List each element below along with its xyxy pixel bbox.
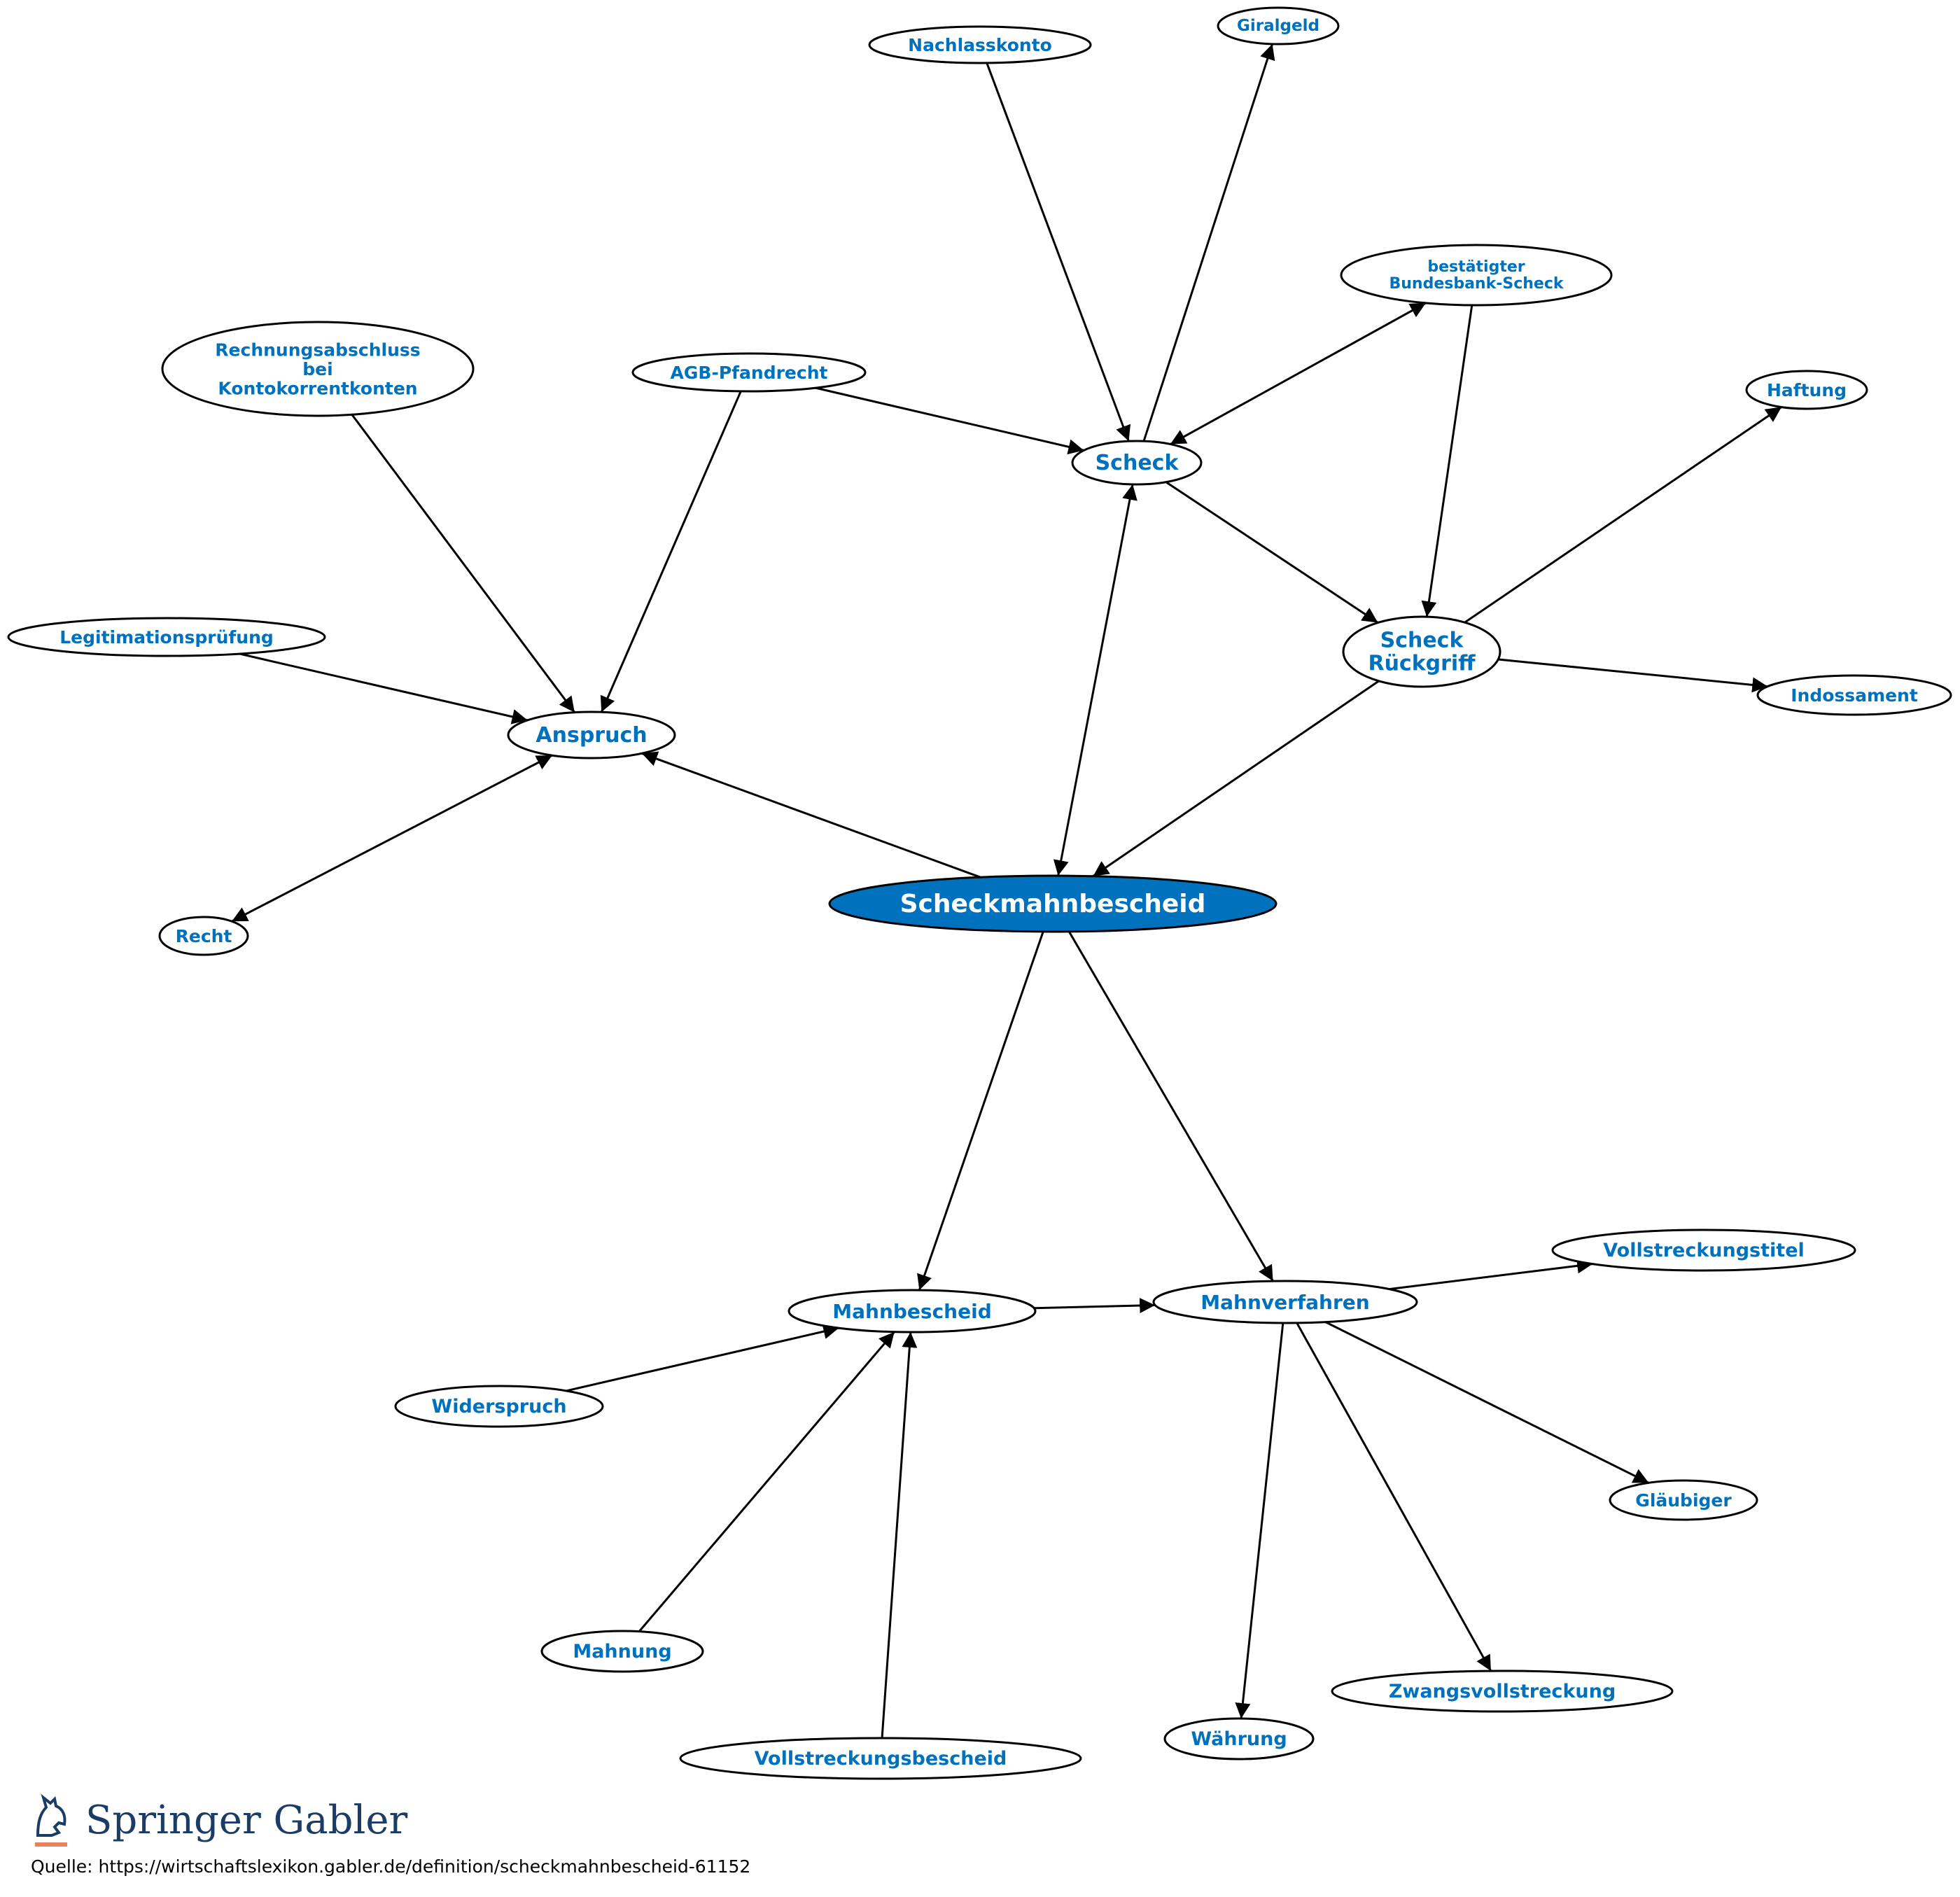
node-scheckmahnbescheid-shape [828,874,1278,933]
node-widerspruch-shape [394,1385,604,1428]
node-recht-shape [158,916,249,956]
node-indossament[interactable]: Indossament [1756,674,1952,716]
node-zwangsvollstreckung[interactable]: Zwangsvollstreckung [1331,1670,1674,1713]
node-haftung[interactable]: Haftung [1745,370,1868,410]
node-nachlasskonto-label: Nachlasskonto [908,35,1052,55]
node-giralgeld-label: Giralgeld [1237,17,1320,35]
node-waehrung-label: Währung [1191,1728,1287,1750]
node-recht-label: Recht [176,926,232,946]
edge-mahnverfahren-to-waehrung [1235,1322,1284,1719]
edge-rechnungsabschluss-to-anspruch [351,414,576,713]
edge-scheckmahnbescheid-to-mahnbescheid [917,931,1044,1291]
node-haftung-label: Haftung [1767,380,1847,400]
node-scheck-label: Scheck [1096,451,1180,475]
edge-mahnverfahren-to-zwangsvollstreckung [1296,1322,1492,1672]
node-anspruch[interactable]: Anspruch [507,710,676,760]
edge-bundesbank-to-rueckgriff [1421,304,1474,617]
node-bundesbank-shape [1340,244,1613,307]
node-scheckmahnbescheid[interactable]: Scheckmahnbescheid [828,874,1278,933]
node-legitimation-label: Legitimationsprüfung [59,627,274,648]
node-scheckmahnbescheid-label: Scheckmahnbescheid [900,890,1206,918]
edge-mahnverfahren-to-glaeubiger [1324,1321,1650,1484]
node-anspruch-label: Anspruch [536,723,647,748]
node-vollstreckungstitel[interactable]: Vollstreckungstitel [1551,1228,1856,1272]
edge-widerspruch-to-mahnbescheid [566,1324,839,1392]
node-mahnverfahren-shape [1152,1280,1418,1324]
node-scheck-shape [1071,440,1203,486]
node-agb-shape [631,352,867,393]
edge-scheck-to-giralgeld [1142,43,1275,442]
node-waehrung-shape [1163,1717,1315,1760]
node-haftung-shape [1745,370,1868,410]
node-recht[interactable]: Recht [158,916,249,956]
node-mahnung[interactable]: Mahnung [540,1630,704,1673]
node-mahnbescheid-shape [788,1289,1037,1334]
edge-scheckmahnbescheid-to-mahnverfahren [1068,931,1274,1282]
node-vollstreckungsbescheid-label: Vollstreckungsbescheid [755,1748,1007,1770]
brand-gabler: Gabler [273,1798,408,1843]
edges-layer [231,43,1782,1739]
edge-mahnbescheid-to-mahnverfahren [1034,1298,1156,1314]
node-indossament-shape [1756,674,1952,716]
edge-scheckmahnbescheid-to-anspruch [641,751,981,878]
node-waehrung[interactable]: Währung [1163,1717,1315,1760]
edge-scheck-to-rueckgriff [1165,481,1379,624]
node-vollstreckungsbescheid[interactable]: Vollstreckungsbescheid [679,1737,1082,1780]
node-glaeubiger-shape [1609,1479,1758,1521]
node-widerspruch-label: Widerspruch [431,1396,566,1418]
node-mahnung-label: Mahnung [573,1641,671,1662]
node-legitimation-shape [7,617,326,657]
edge-agb-to-scheck [815,386,1084,455]
node-zwangsvollstreckung-label: Zwangsvollstreckung [1389,1681,1616,1702]
node-rechnungsabschluss-shape [161,321,475,417]
edge-rueckgriff-to-scheckmahnbescheid [1092,680,1380,877]
edge-vollstreckungsbescheid-to-mahnbescheid [881,1331,918,1739]
node-agb-label: AGB-Pfandrecht [671,363,828,383]
edge-agb-to-anspruch [600,391,742,713]
node-glaeubiger[interactable]: Gläubiger [1609,1479,1758,1521]
brand-name: Springer Gabler [85,1798,407,1843]
edge-legitimation-to-anspruch [239,652,528,724]
node-agb[interactable]: AGB-Pfandrecht [631,352,867,393]
node-mahnbescheid-label: Mahnbescheid [832,1300,992,1323]
node-scheck[interactable]: Scheck [1071,440,1203,486]
node-vollstreckungstitel-shape [1551,1228,1856,1272]
node-legitimation[interactable]: Legitimationsprüfung [7,617,326,657]
node-mahnverfahren-label: Mahnverfahren [1200,1291,1369,1314]
edge-anspruch-to-recht [231,754,553,923]
edge-scheckmahnbescheid-to-scheck [1053,484,1138,876]
edge-rueckgriff-to-indossament [1498,658,1768,693]
node-giralgeld[interactable]: Giralgeld [1217,6,1340,46]
node-mahnung-shape [540,1630,704,1673]
node-nachlasskonto-shape [868,25,1092,64]
node-widerspruch[interactable]: Widerspruch [394,1385,604,1428]
node-rueckgriff-shape [1342,615,1502,688]
edge-mahnverfahren-to-vollstreckungstitel [1389,1258,1593,1291]
springer-horse-logo-icon [35,1793,67,1847]
edge-nachlasskonto-to-scheck [986,62,1131,442]
node-vollstreckungstitel-label: Vollstreckungstitel [1603,1240,1805,1261]
node-nachlasskonto[interactable]: Nachlasskonto [868,25,1092,64]
node-indossament-label: Indossament [1791,685,1918,706]
edge-bundesbank-to-scheck [1170,302,1427,445]
edge-mahnung-to-mahnbescheid [638,1331,895,1632]
node-zwangsvollstreckung-shape [1331,1670,1674,1713]
node-vollstreckungsbescheid-shape [679,1737,1082,1780]
node-glaeubiger-label: Gläubiger [1635,1490,1732,1511]
source-citation: Quelle: https://wirtschaftslexikon.gable… [31,1856,751,1877]
node-mahnbescheid[interactable]: Mahnbescheid [788,1289,1037,1334]
node-anspruch-shape [507,710,676,760]
nodes-layer: Scheckmahnbescheid Nachlasskonto Giralgeld… [7,6,1952,1780]
edge-rueckgriff-to-haftung [1464,406,1782,624]
node-giralgeld-shape [1217,6,1340,46]
node-mahnverfahren[interactable]: Mahnverfahren [1152,1280,1418,1324]
brand-springer: Springer [85,1798,261,1843]
